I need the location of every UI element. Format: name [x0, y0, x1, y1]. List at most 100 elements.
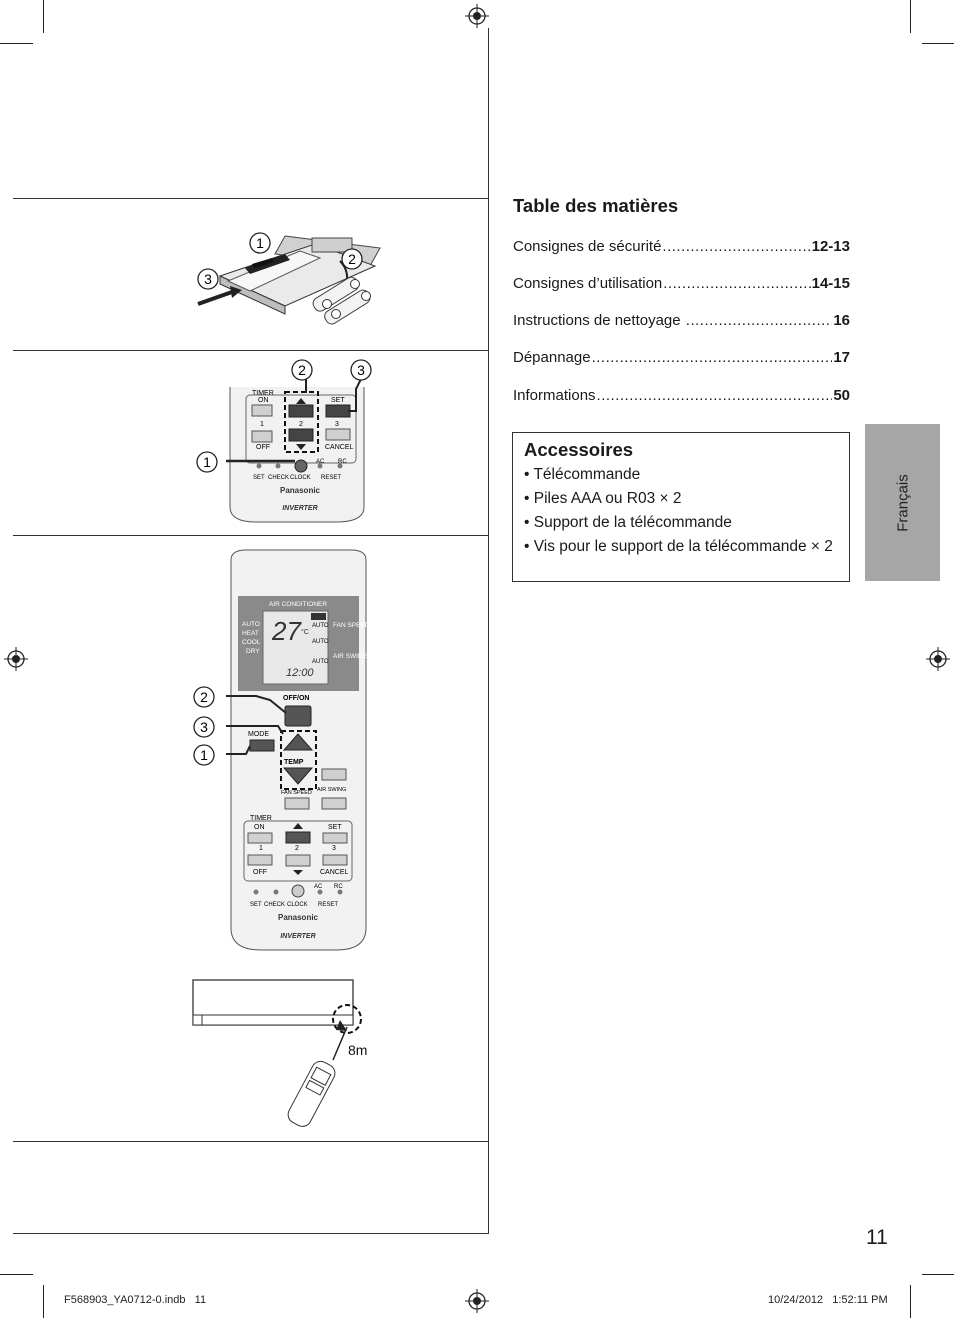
toc-entry-label: Consignes de sécurité [513, 238, 662, 255]
set-small-label: SET [250, 902, 262, 908]
toc-entry[interactable]: Consignes de sécurité 12-13 [513, 238, 850, 258]
step-marker: 1 [196, 451, 218, 473]
fan-speed-button-label: FAN SPEED [281, 790, 312, 796]
timer-label: TIMER [250, 815, 272, 822]
crop-mark [0, 43, 33, 44]
clock-label: CLOCK [290, 475, 311, 481]
toc-entry-page: 17 [833, 349, 850, 366]
registration-mark-icon [465, 4, 489, 28]
footer-file: F568903_YA0712-0.indb 11 [64, 1294, 207, 1306]
timer-3-label: 3 [335, 421, 339, 428]
check-label: CHECK [264, 902, 285, 908]
step-marker: 3 [350, 359, 372, 381]
auto-label: AUTO [312, 639, 329, 645]
step-number: 3 [357, 362, 365, 378]
step-marker: 3 [197, 268, 219, 290]
temp-unit: °C [301, 628, 309, 636]
toc-title: Table des matières [513, 195, 679, 216]
crop-mark [922, 43, 954, 44]
language-tab-label: Français [894, 473, 911, 532]
reset-label: RESET [318, 902, 338, 908]
air-swing-button-label: AIR SWING [317, 787, 346, 793]
mode-heat-label: HEAT [242, 630, 259, 637]
toc-entry[interactable]: Dépannage 17 [513, 349, 850, 369]
accessories-box: Accessoires Télécommande Piles AAA ou R0… [512, 432, 850, 582]
section-rule [13, 1141, 489, 1142]
accessories-list: Télécommande Piles AAA ou R03 × 2 Suppor… [524, 465, 844, 561]
timer-label: TIMER [252, 390, 274, 397]
toc-entry-label: Dépannage [513, 349, 591, 366]
crop-mark [922, 1274, 954, 1275]
brand-label: Panasonic [280, 486, 321, 495]
step-number: 2 [348, 251, 356, 267]
signal-range-figure: 8m [192, 979, 367, 1127]
set-label: SET [328, 824, 342, 831]
accessories-title: Accessoires [524, 439, 634, 460]
off-label: OFF [253, 869, 267, 876]
cancel-label: CANCEL [320, 869, 349, 876]
mode-dry-label: DRY [246, 648, 260, 655]
clock-setting-figure: TIMER ON 1 OFF 2 SET 3 CANCEL AC RC SET … [226, 375, 365, 523]
step-number: 1 [256, 235, 264, 251]
accessory-item: Télécommande [524, 465, 844, 485]
mode-cool-label: COOL [242, 639, 261, 646]
step-number: 2 [298, 362, 306, 378]
on-label: ON [258, 397, 269, 404]
toc-entry-page: 50 [833, 387, 850, 404]
accessory-item: Vis pour le support de la télécommande ×… [524, 537, 844, 557]
battery-insertion-figure [197, 235, 381, 325]
ac-label: AC [314, 884, 323, 890]
crop-mark [43, 1285, 44, 1318]
rc-label: RC [334, 884, 343, 890]
off-on-label: OFF/ON [283, 695, 309, 702]
crop-mark [43, 0, 44, 33]
section-rule [13, 535, 489, 536]
timer-3-label: 3 [332, 845, 336, 852]
crop-mark [910, 1285, 911, 1318]
temp-display: 27 [271, 616, 302, 646]
remote-control-figure: AIR CONDITIONER AUTO HEAT COOL DRY 27 °C… [226, 549, 370, 951]
step-marker: 2 [193, 686, 215, 708]
mode-auto-label: AUTO [242, 621, 260, 628]
footer-timestamp: 10/24/2012 1:52:11 PM [768, 1294, 888, 1306]
temp-label: TEMP [284, 759, 304, 766]
toc-leader-dots [592, 349, 833, 366]
toc-entry-page: 16 [833, 312, 850, 329]
distance-label: 8m [348, 1042, 367, 1058]
toc-entry-label: Consignes d’utilisation [513, 275, 663, 292]
toc-entry[interactable]: Informations50 [513, 387, 850, 407]
toc-entry[interactable]: Consignes d’utilisation 14-15 [513, 275, 850, 295]
cancel-label: CANCEL [325, 444, 354, 451]
off-label: OFF [256, 444, 270, 451]
step-number: 2 [200, 689, 208, 705]
crop-mark [910, 0, 911, 33]
toc-entry-page: 14-15 [811, 275, 850, 292]
ac-label: AC [316, 459, 325, 465]
timer-1-label: 1 [260, 421, 264, 428]
air-swing-display-label: AIR SWING [333, 653, 368, 660]
column-divider [488, 28, 489, 1234]
step-number: 3 [204, 271, 212, 287]
section-rule [13, 350, 489, 351]
timer-2-label: 2 [295, 845, 299, 852]
inverter-label: INVERTER [280, 933, 315, 940]
registration-mark-icon [926, 647, 950, 671]
accessory-item: Support de la télécommande [524, 513, 844, 533]
inverter-label: INVERTER [282, 505, 317, 512]
step-marker: 3 [193, 716, 215, 738]
rc-label: RC [338, 459, 347, 465]
section-rule [13, 198, 489, 199]
toc-entry[interactable]: Instructions de nettoyage 16 [513, 312, 850, 332]
step-marker: 2 [341, 248, 363, 270]
accessory-item: Piles AAA ou R03 × 2 [524, 489, 844, 509]
step-number: 1 [200, 747, 208, 763]
toc-entry-page: 12-13 [811, 238, 850, 255]
section-rule [13, 1233, 489, 1234]
toc-leader-dots [663, 275, 810, 292]
toc-entry-label: Instructions de nettoyage [513, 312, 685, 329]
registration-mark-icon [4, 647, 28, 671]
brand-label: Panasonic [278, 913, 319, 922]
clock-display: 12:00 [286, 667, 314, 679]
set-label: SET [331, 397, 345, 404]
toc-leader-dots [597, 387, 833, 404]
